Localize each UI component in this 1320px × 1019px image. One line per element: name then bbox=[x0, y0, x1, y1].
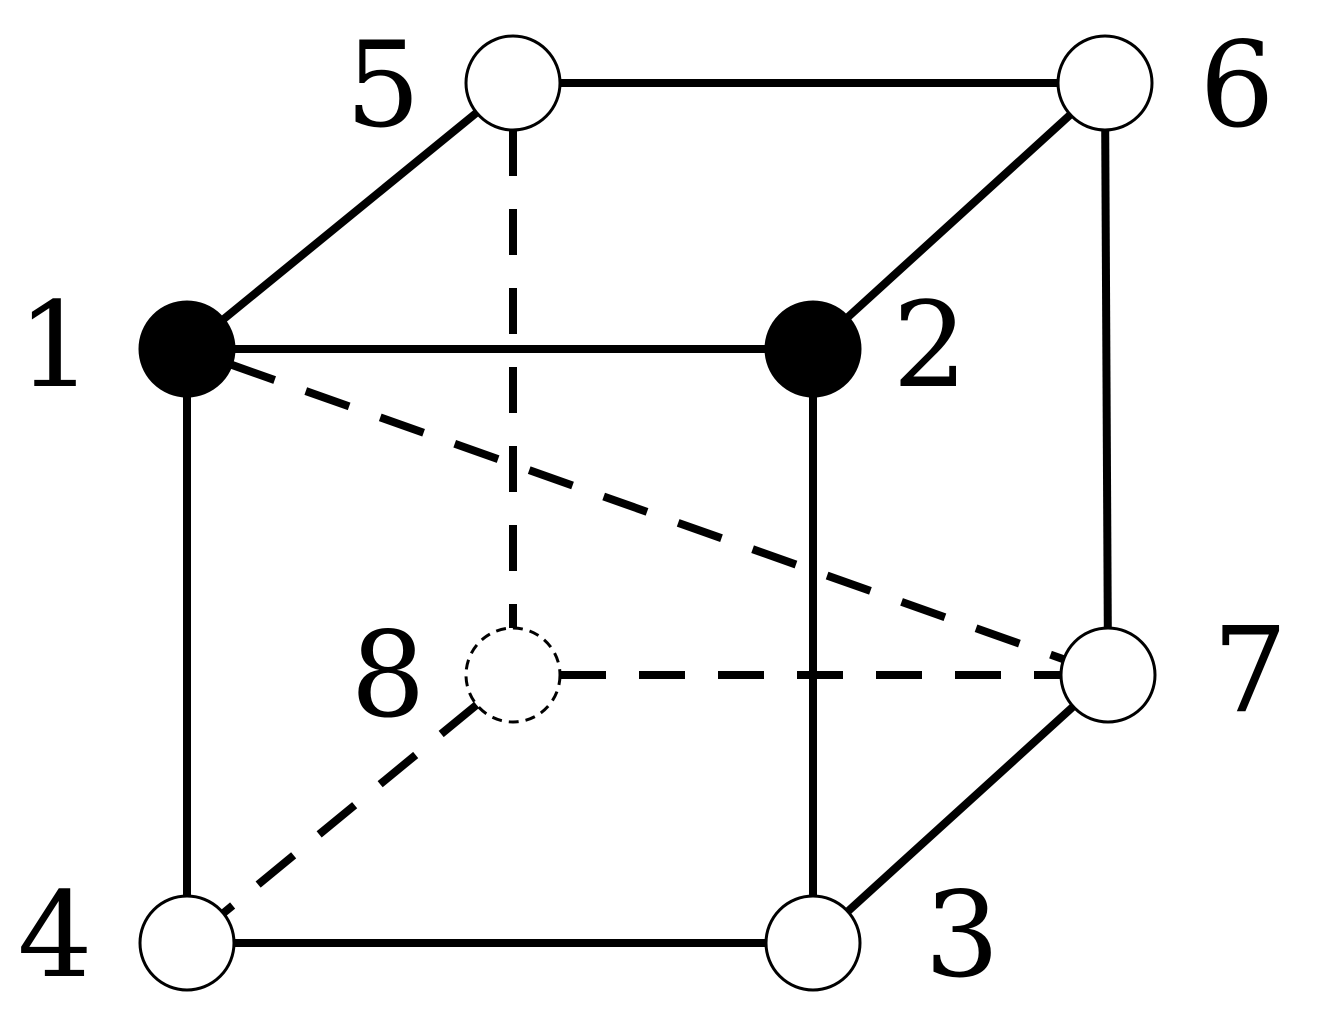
node-label-8: 8 bbox=[350, 606, 425, 744]
node-6 bbox=[1056, 34, 1154, 132]
edge-6-7 bbox=[1101, 129, 1112, 629]
node-7 bbox=[1059, 626, 1157, 724]
edges bbox=[183, 79, 1112, 947]
node-1 bbox=[138, 300, 236, 398]
node-5 bbox=[464, 34, 562, 132]
node-label-4: 4 bbox=[17, 866, 92, 1004]
nodes bbox=[138, 34, 1157, 992]
edge-1-7-dashed bbox=[229, 360, 1066, 664]
node-label-7: 7 bbox=[1212, 601, 1287, 739]
edge-3-7 bbox=[845, 703, 1076, 915]
node-label-6: 6 bbox=[1199, 16, 1274, 154]
node-2 bbox=[764, 300, 862, 398]
node-labels: 1 2 3 4 5 6 7 8 bbox=[17, 16, 1287, 1004]
node-label-5: 5 bbox=[345, 16, 420, 154]
node-label-2: 2 bbox=[892, 276, 967, 414]
edge-2-6 bbox=[845, 111, 1073, 321]
node-3 bbox=[764, 894, 862, 992]
node-label-1: 1 bbox=[17, 276, 92, 414]
edge-8-4-dashed bbox=[220, 701, 480, 917]
node-label-3: 3 bbox=[924, 866, 999, 1004]
node-8 bbox=[464, 626, 562, 724]
edge-1-5 bbox=[220, 109, 480, 323]
node-4 bbox=[138, 894, 236, 992]
